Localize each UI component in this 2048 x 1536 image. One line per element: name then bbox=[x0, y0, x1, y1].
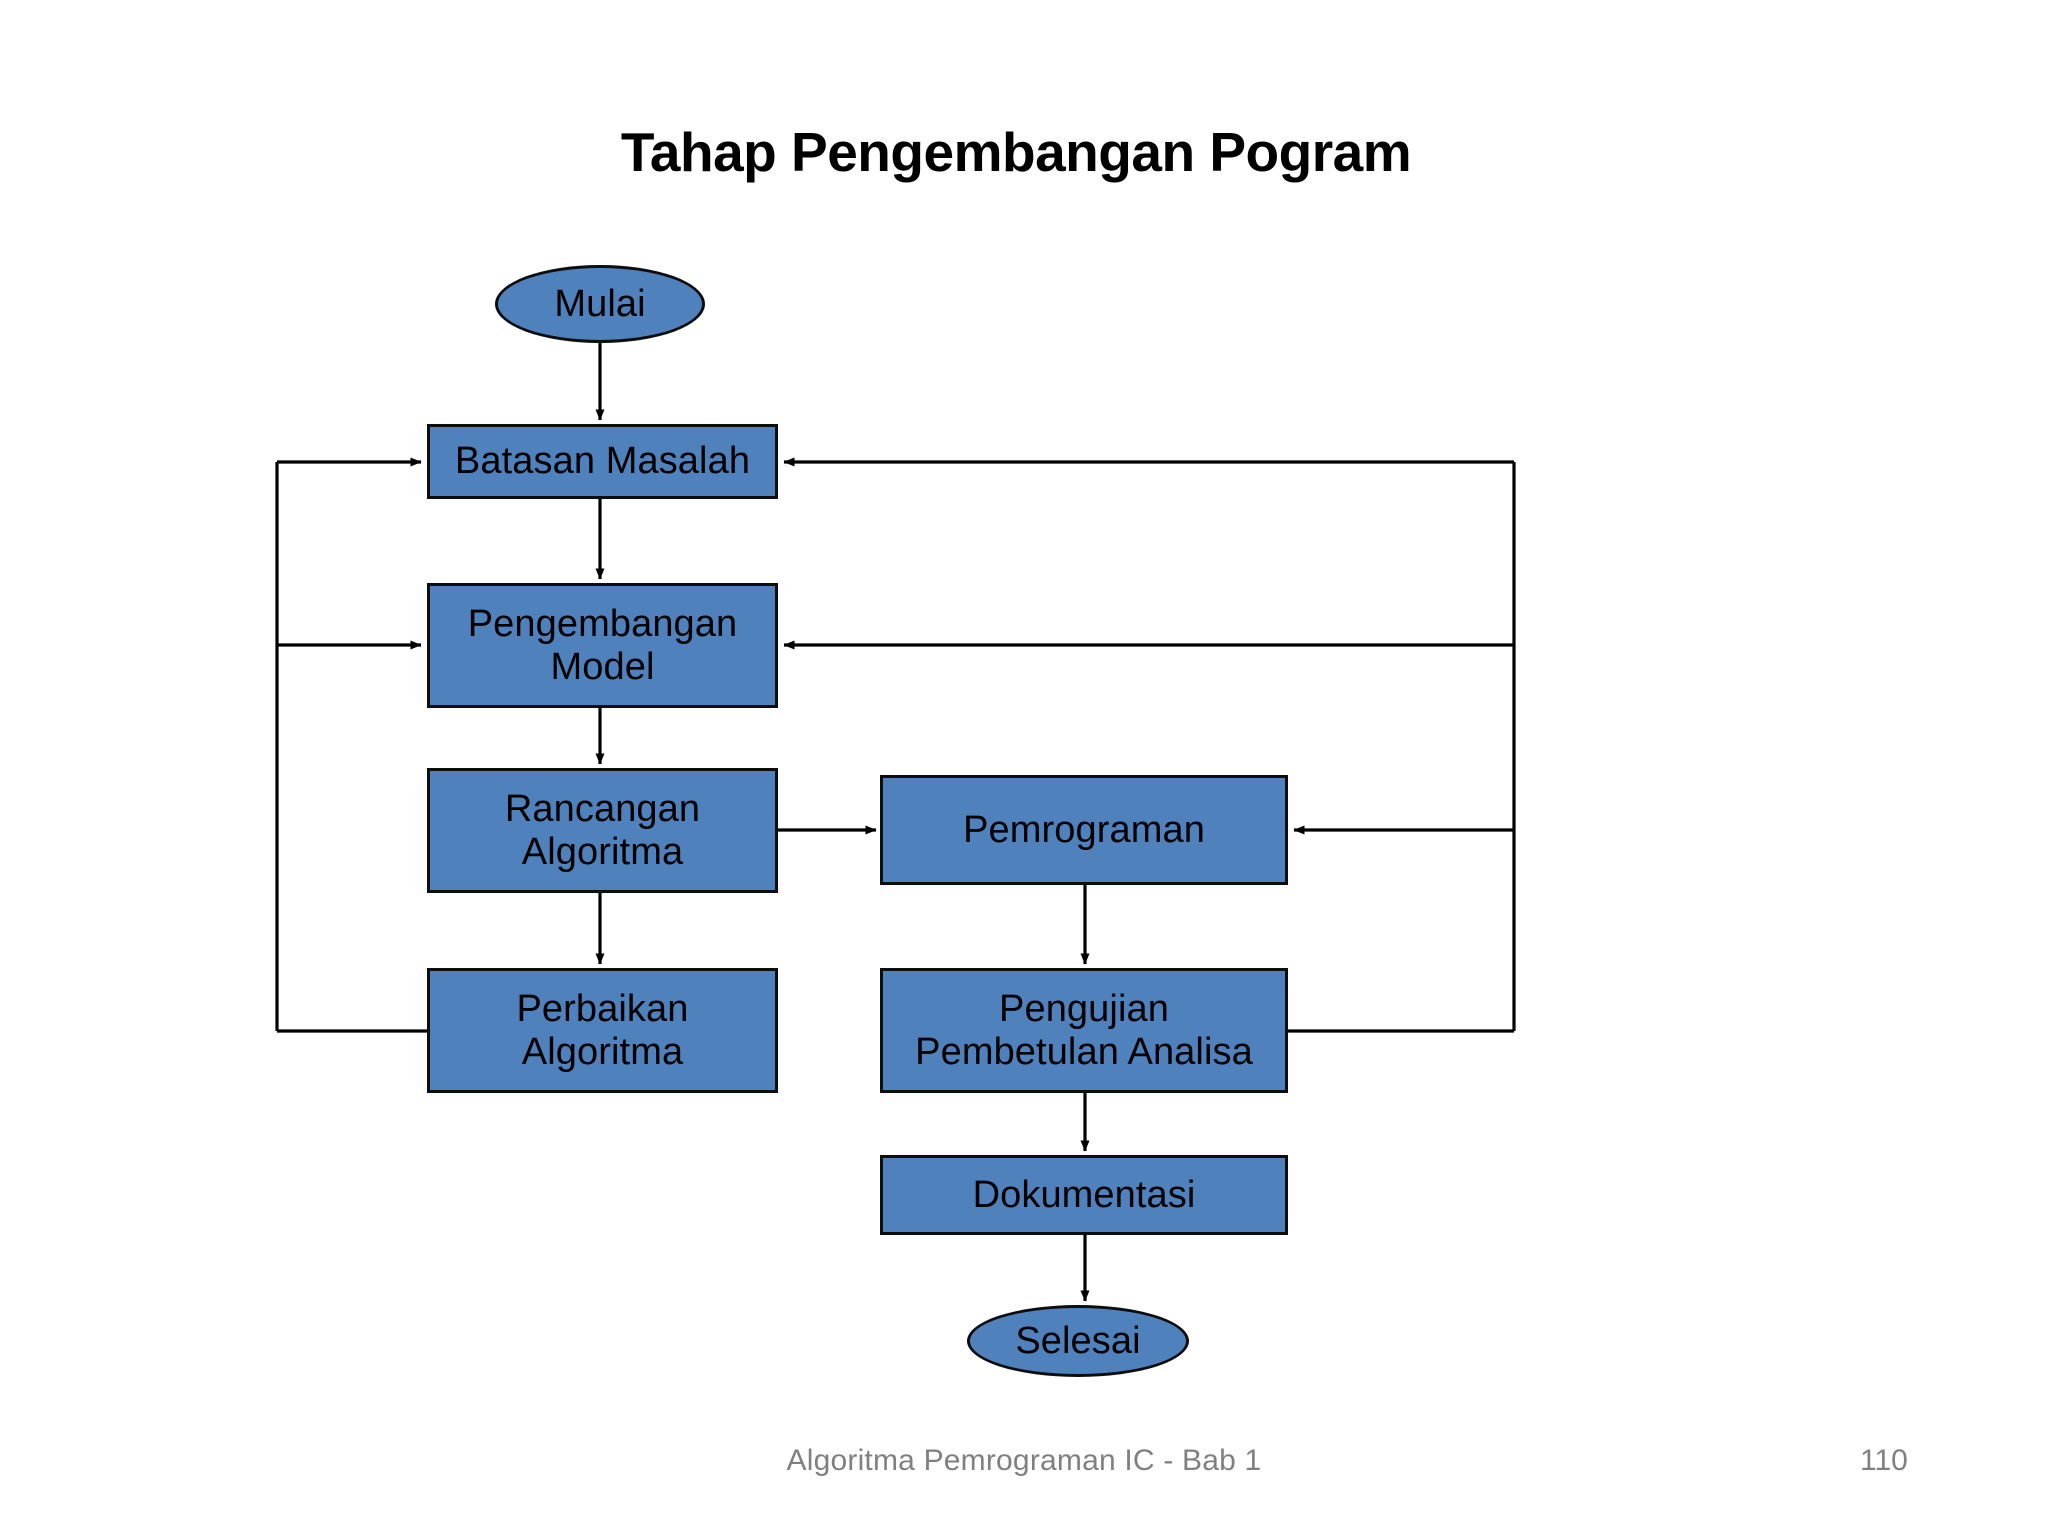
node-dokumentasi[interactable]: Dokumentasi bbox=[880, 1155, 1288, 1235]
node-perbaikan-algoritma-label: Perbaikan Algoritma bbox=[516, 987, 689, 1073]
node-batasan-masalah-label: Batasan Masalah bbox=[454, 440, 751, 483]
node-pengujian-pembetulan-analisa[interactable]: Pengujian Pembetulan Analisa bbox=[880, 968, 1288, 1093]
slide-footer: Algoritma Pemrograman IC - Bab 1 bbox=[786, 1444, 1262, 1477]
node-pengujian-pembetulan-analisa-label: Pengujian Pembetulan Analisa bbox=[915, 987, 1253, 1073]
page-title: Tahap Pengembangan Pogram bbox=[0, 120, 2048, 184]
node-perbaikan-algoritma[interactable]: Perbaikan Algoritma bbox=[427, 968, 778, 1093]
node-rancangan-algoritma[interactable]: Rancangan Algoritma bbox=[427, 768, 778, 893]
node-rancangan-algoritma-label: Rancangan Algoritma bbox=[504, 787, 701, 873]
node-mulai[interactable]: Mulai bbox=[495, 265, 705, 343]
slide-page-number: 110 bbox=[1860, 1444, 1908, 1477]
page-title-text: Tahap Pengembangan Pogram bbox=[620, 121, 1412, 183]
node-dokumentasi-label: Dokumentasi bbox=[972, 1173, 1196, 1216]
node-pemrograman[interactable]: Pemrograman bbox=[880, 775, 1288, 885]
node-pengembangan-model[interactable]: Pengembangan Model bbox=[427, 583, 778, 708]
node-batasan-masalah[interactable]: Batasan Masalah bbox=[427, 424, 778, 499]
node-selesai-label: Selesai bbox=[1015, 1319, 1141, 1362]
node-pemrograman-label: Pemrograman bbox=[963, 808, 1205, 851]
node-mulai-label: Mulai bbox=[554, 282, 646, 325]
node-pengembangan-model-label: Pengembangan Model bbox=[467, 602, 738, 688]
node-selesai[interactable]: Selesai bbox=[967, 1305, 1189, 1377]
